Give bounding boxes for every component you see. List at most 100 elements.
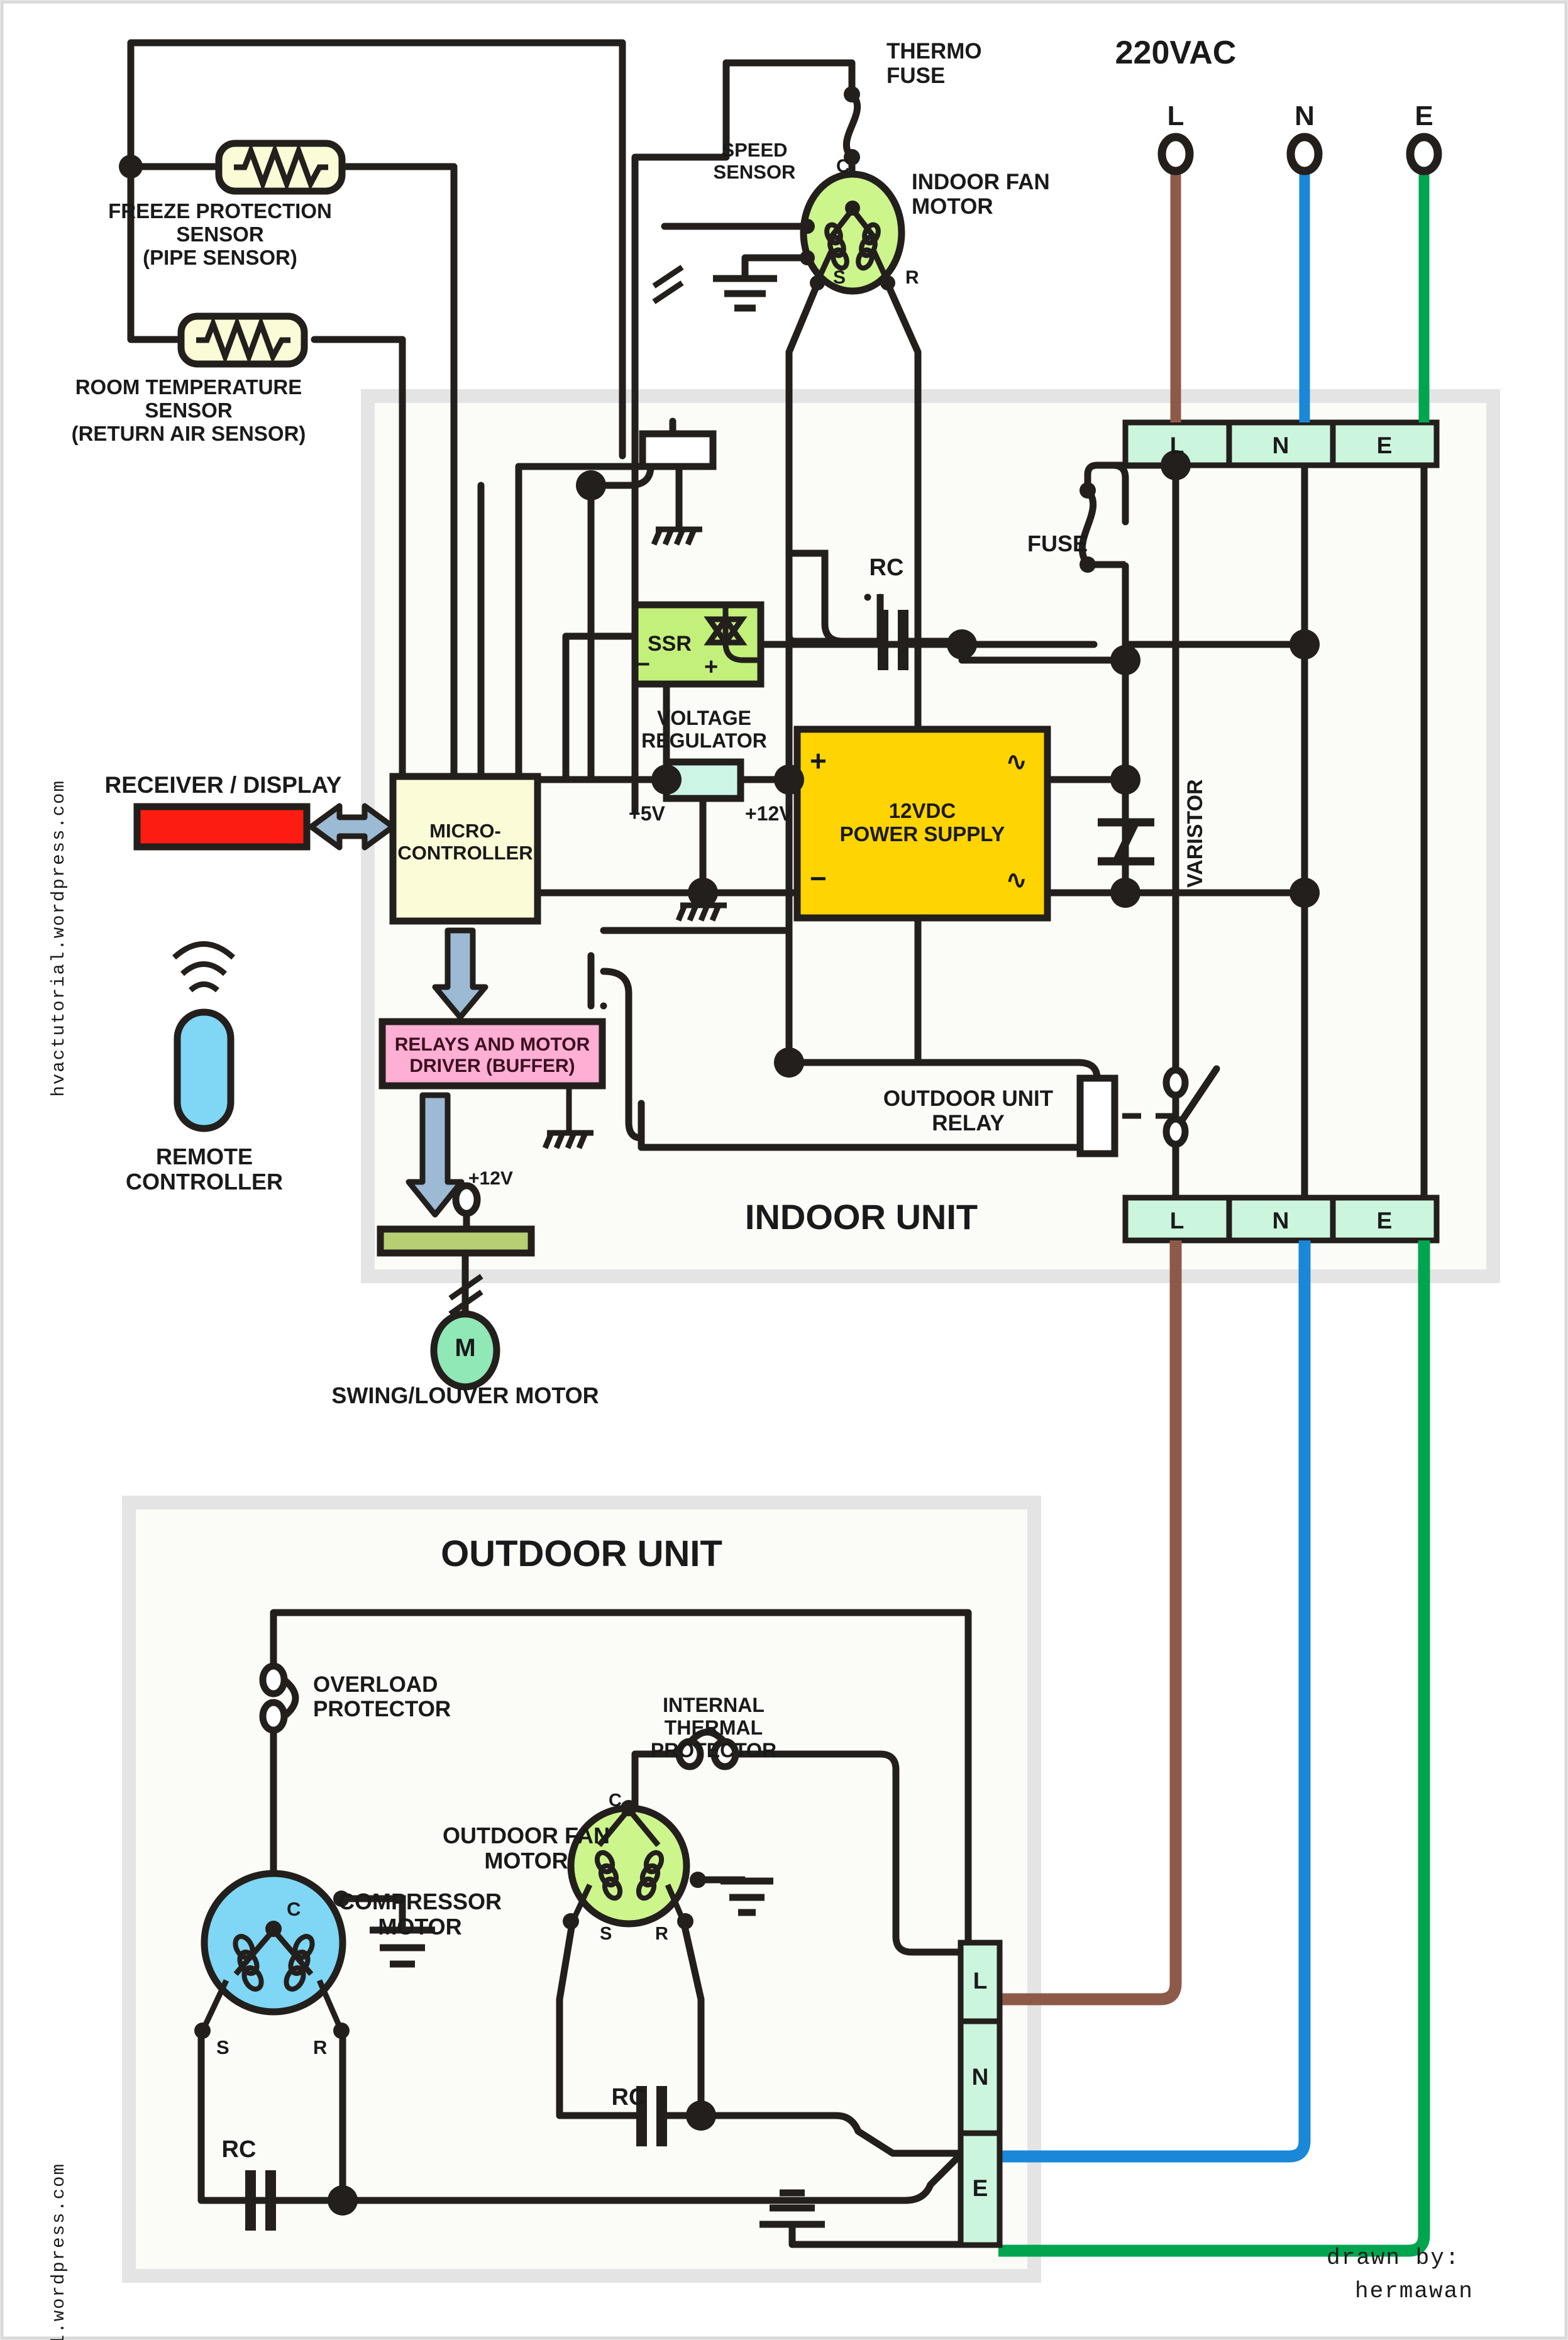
swing-12v-terminal-icon (452, 1182, 481, 1229)
wire-ofan-c-up (631, 1750, 689, 1811)
wire-room-right (311, 336, 406, 821)
credit-line-1: drawn by: (1327, 2245, 1460, 2271)
indoor-top-terminal-E: E (1376, 433, 1393, 458)
wire-thermo-fuse-in (722, 59, 856, 98)
indoor-fan-earth-icon (713, 254, 807, 312)
ssr-minus-label: − (636, 651, 651, 678)
microcontroller-label: MICRO- CONTROLLER (397, 820, 533, 864)
freeze-sensor-zigzag-icon (234, 142, 328, 192)
wire-ofan-r (680, 1920, 705, 2119)
indoor-rc-label: RC (869, 555, 904, 581)
wire-sensor-left-rail (127, 163, 186, 343)
watermark-bottom: hvactutorial.wordpress.com (48, 2163, 69, 2340)
receiver-display-label: RECEIVER / DISPLAY (104, 772, 342, 798)
thermo-fuse-symbol (842, 86, 861, 165)
wire-layer (127, 39, 1428, 2248)
outdoor-terminal-L: L (973, 1968, 988, 1994)
outdoor-fan-motor-symbol (563, 1800, 706, 1929)
compressor-terminal-s: S (216, 2036, 229, 2058)
power-supply-label: 12VDC POWER SUPPLY (839, 799, 1005, 846)
compressor-motor-symbol (194, 1870, 350, 2039)
room-sensor-zigzag-icon (196, 315, 290, 365)
swing-motor-symbol-label: M (455, 1334, 476, 1362)
outdoor-fan-rc-capacitor-symbol (591, 2086, 701, 2146)
wire-freeze-right (336, 163, 458, 783)
fuse-symbol (1078, 482, 1125, 573)
wire-ofan-c-to-L (726, 1750, 1000, 1956)
internal-thermal-protector-label: INTERNAL THERMAL PROTECTOR (650, 1694, 777, 1762)
relays-motor-driver-label: RELAYS AND MOTOR DRIVER (BUFFER) (394, 1034, 590, 1076)
compressor-earth-icon (341, 1895, 435, 1968)
voltage-regulator-label: VOLTAGE REGULATOR (641, 707, 767, 752)
indoor-rc-capacitor-symbol (785, 402, 962, 670)
outdoor-fan-earth-icon (698, 1876, 773, 1916)
compressor-rc-label: RC (221, 2136, 257, 2163)
indoor-transformer-earth-icon (651, 466, 702, 546)
indoor-fan-motor-symbol (800, 170, 905, 295)
speed-sensor-label: SPEED SENSOR (713, 139, 796, 183)
outdoor-fan-motor-label: OUTDOOR FAN MOTOR (443, 1823, 610, 1874)
relays-motor-driver-block (378, 1018, 606, 1090)
sensor-symbols (177, 140, 346, 368)
supply-label-L: L (1167, 101, 1184, 131)
varistor-label: VARISTOR (1183, 779, 1207, 888)
varistor-symbol (1098, 818, 1154, 866)
wire-xfmr-left-out (587, 463, 654, 489)
outdoor-fan-rc-label: RC (611, 2084, 646, 2111)
indoor-bottom-terminal-N: N (1272, 1208, 1289, 1233)
psu-minus-label: − (810, 862, 827, 895)
outdoor-terminal-E: E (972, 2175, 988, 2201)
outdoor-unit-relay-coil (1076, 1074, 1118, 1157)
junction-dots (119, 155, 1320, 2216)
indoor-bottom-terminal-strip[interactable] (1122, 1195, 1440, 1244)
wire-sensor-top-return (127, 39, 626, 460)
remote-controller-symbol (172, 941, 236, 1132)
outdoor-unit-title: OUTDOOR UNIT (441, 1533, 722, 1574)
remote-controller-label: REMOTE CONTROLLER (126, 1144, 283, 1195)
outdoor-unit-relay-label: OUTDOOR UNIT RELAY (883, 1086, 1054, 1136)
indoor-top-terminal-N: N (1272, 433, 1289, 458)
supply-voltage-label: 220VAC (1115, 35, 1237, 71)
compressor-motor-label: COMPRESSOR MOTOR (338, 1889, 502, 1940)
outdoor-fan-terminal-r: R (655, 1924, 668, 1944)
relay-driver-earth-icon (542, 1086, 594, 1149)
swing-louver-motor-symbol (430, 1310, 500, 1391)
outdoor-earth-icon (759, 2189, 825, 2244)
speed-sensor-cable-break-icon (652, 265, 684, 304)
triac-icon (704, 605, 761, 663)
indoor-unit-title: INDOOR UNIT (744, 1197, 978, 1237)
indoor-fan-terminal-r: R (905, 267, 919, 288)
supply-label-E: E (1415, 101, 1433, 131)
outdoor-terminal-N: N (971, 2064, 989, 2090)
rail-5v-label: +5V (629, 802, 665, 825)
compressor-terminal-c: C (287, 1898, 301, 1920)
swing-cable-break-icon (448, 1274, 483, 1316)
wire-ofan-r-to-N (697, 2112, 1000, 2157)
indoor-bottom-terminal-L: L (1169, 1208, 1184, 1233)
wire-relay-drv-out (600, 968, 645, 1142)
down-arrow-mc-to-relays-icon (432, 927, 489, 1020)
overload-protector-label: OVERLOAD PROTECTOR (313, 1672, 451, 1722)
supply-terminal-L-icon (1157, 133, 1194, 175)
indoor-top-terminal-L: L (1169, 433, 1184, 458)
ssr-plus-label: + (704, 654, 719, 680)
internal-thermal-protector-symbol (675, 1728, 739, 1770)
indoor-small-transformer-box (639, 430, 717, 470)
supply-leads (1157, 133, 1442, 422)
indoor-fan-motor-label: INDOOR FAN MOTOR (912, 170, 1050, 219)
wire-contact-blade (1177, 1065, 1220, 1126)
receiver-display-symbol (133, 803, 311, 851)
down-arrow-relays-to-louver-icon (406, 1092, 465, 1218)
indoor-fan-terminal-c: C (836, 156, 850, 177)
indoor-fan-terminal-s: S (833, 267, 846, 288)
outdoor-fan-terminal-c: C (609, 1791, 622, 1811)
cable-N (998, 1240, 1311, 2163)
interconnect-cables (998, 1240, 1430, 2257)
outdoor-terminal-strip[interactable] (958, 1940, 1003, 2248)
supply-terminal-N-icon (1286, 133, 1323, 175)
room-temperature-sensor-label: ROOM TEMPERATURE SENSOR (RETURN AIR SENS… (71, 375, 306, 445)
fuse-label: FUSE (1027, 531, 1088, 556)
microcontroller-block (389, 773, 541, 925)
freeze-protection-sensor-label: FREEZE PROTECTION SENSOR (PIPE SENSOR) (108, 199, 332, 269)
